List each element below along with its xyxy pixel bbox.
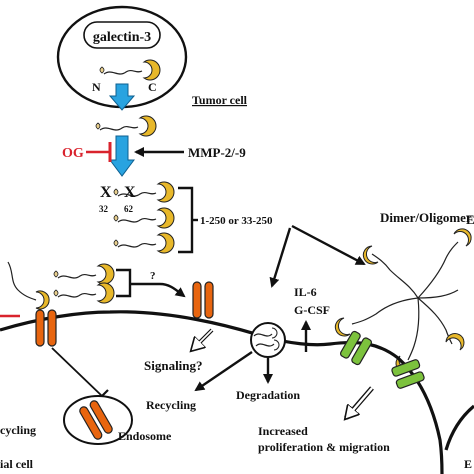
blue-arrow-top (108, 83, 136, 111)
fragment-pair-icon-1 (53, 263, 115, 285)
galectin-3-fragment-icon-2 (113, 232, 175, 254)
recycling-label: Recycling (146, 398, 196, 412)
internalized-vesicle (250, 322, 286, 358)
site-32-label: 32 (99, 204, 109, 214)
fragment-bracket (178, 186, 194, 254)
mmp-label: MMP-2/-9 (188, 145, 246, 160)
receptor-to-endosome-line (51, 347, 103, 397)
signaling-label: Signaling? (144, 358, 203, 373)
n-terminus-label: N (92, 80, 101, 94)
cleavage-x-62: X (124, 184, 136, 201)
degradation-label: Degradation (236, 388, 300, 402)
galectin-3-title-box (83, 21, 161, 49)
center-receptor-icon (192, 281, 214, 319)
proliferation-label: proliferation & migration (258, 440, 390, 454)
il6-label: IL-6 (294, 285, 317, 299)
fragment-pair-icon-2 (53, 282, 115, 304)
left-galectin-crd (35, 290, 50, 310)
arrow-to-dimer (291, 224, 366, 266)
blue-arrow-middle (109, 135, 135, 177)
galectin-3-molecule-icon (99, 59, 161, 81)
recycling-arrow (194, 351, 253, 392)
endosome-label: Endosome (118, 429, 172, 443)
tumor-cell-label: Tumor cell (192, 93, 248, 107)
galectin-3-secreted-icon (95, 115, 157, 137)
site-62-label: 62 (124, 204, 134, 214)
edge-label-right-bottom: E (464, 457, 472, 471)
dimer-oligomer-label: Dimer/Oligomer (380, 210, 472, 225)
og-label: OG (62, 146, 84, 161)
cleavage-x-32: X (100, 184, 112, 201)
question-bracket (116, 268, 132, 298)
left-galectin-tail (7, 261, 37, 301)
cycling-label: cycling (0, 423, 36, 437)
left-receptor-icon (35, 309, 57, 347)
signaling-arrow-inner (194, 329, 213, 348)
edge-label-right-top: E (466, 212, 474, 227)
c-terminus-label: C (148, 80, 157, 94)
galectin-3-cleavage-icon (113, 181, 175, 203)
proliferation-arrow-inner (347, 387, 373, 417)
fragments-label: 1-250 or 33-250 (200, 215, 273, 227)
galectin-3-fragment-icon-1 (113, 207, 175, 229)
endothelial-cell-membrane-right (444, 404, 474, 451)
oligomer-icon (334, 228, 472, 373)
arrow-to-endosome-uptake (269, 227, 292, 288)
question-label: ? (150, 270, 156, 282)
galectin-3-title: galectin-3 (93, 30, 151, 45)
gcsf-label: G-CSF (294, 303, 330, 317)
endothelial-cell-membrane-left (0, 310, 444, 474)
increased-label: Increased (258, 424, 308, 438)
arrow-to-center-receptor (130, 282, 186, 298)
endothelial-cell-label: ial cell (0, 457, 34, 471)
